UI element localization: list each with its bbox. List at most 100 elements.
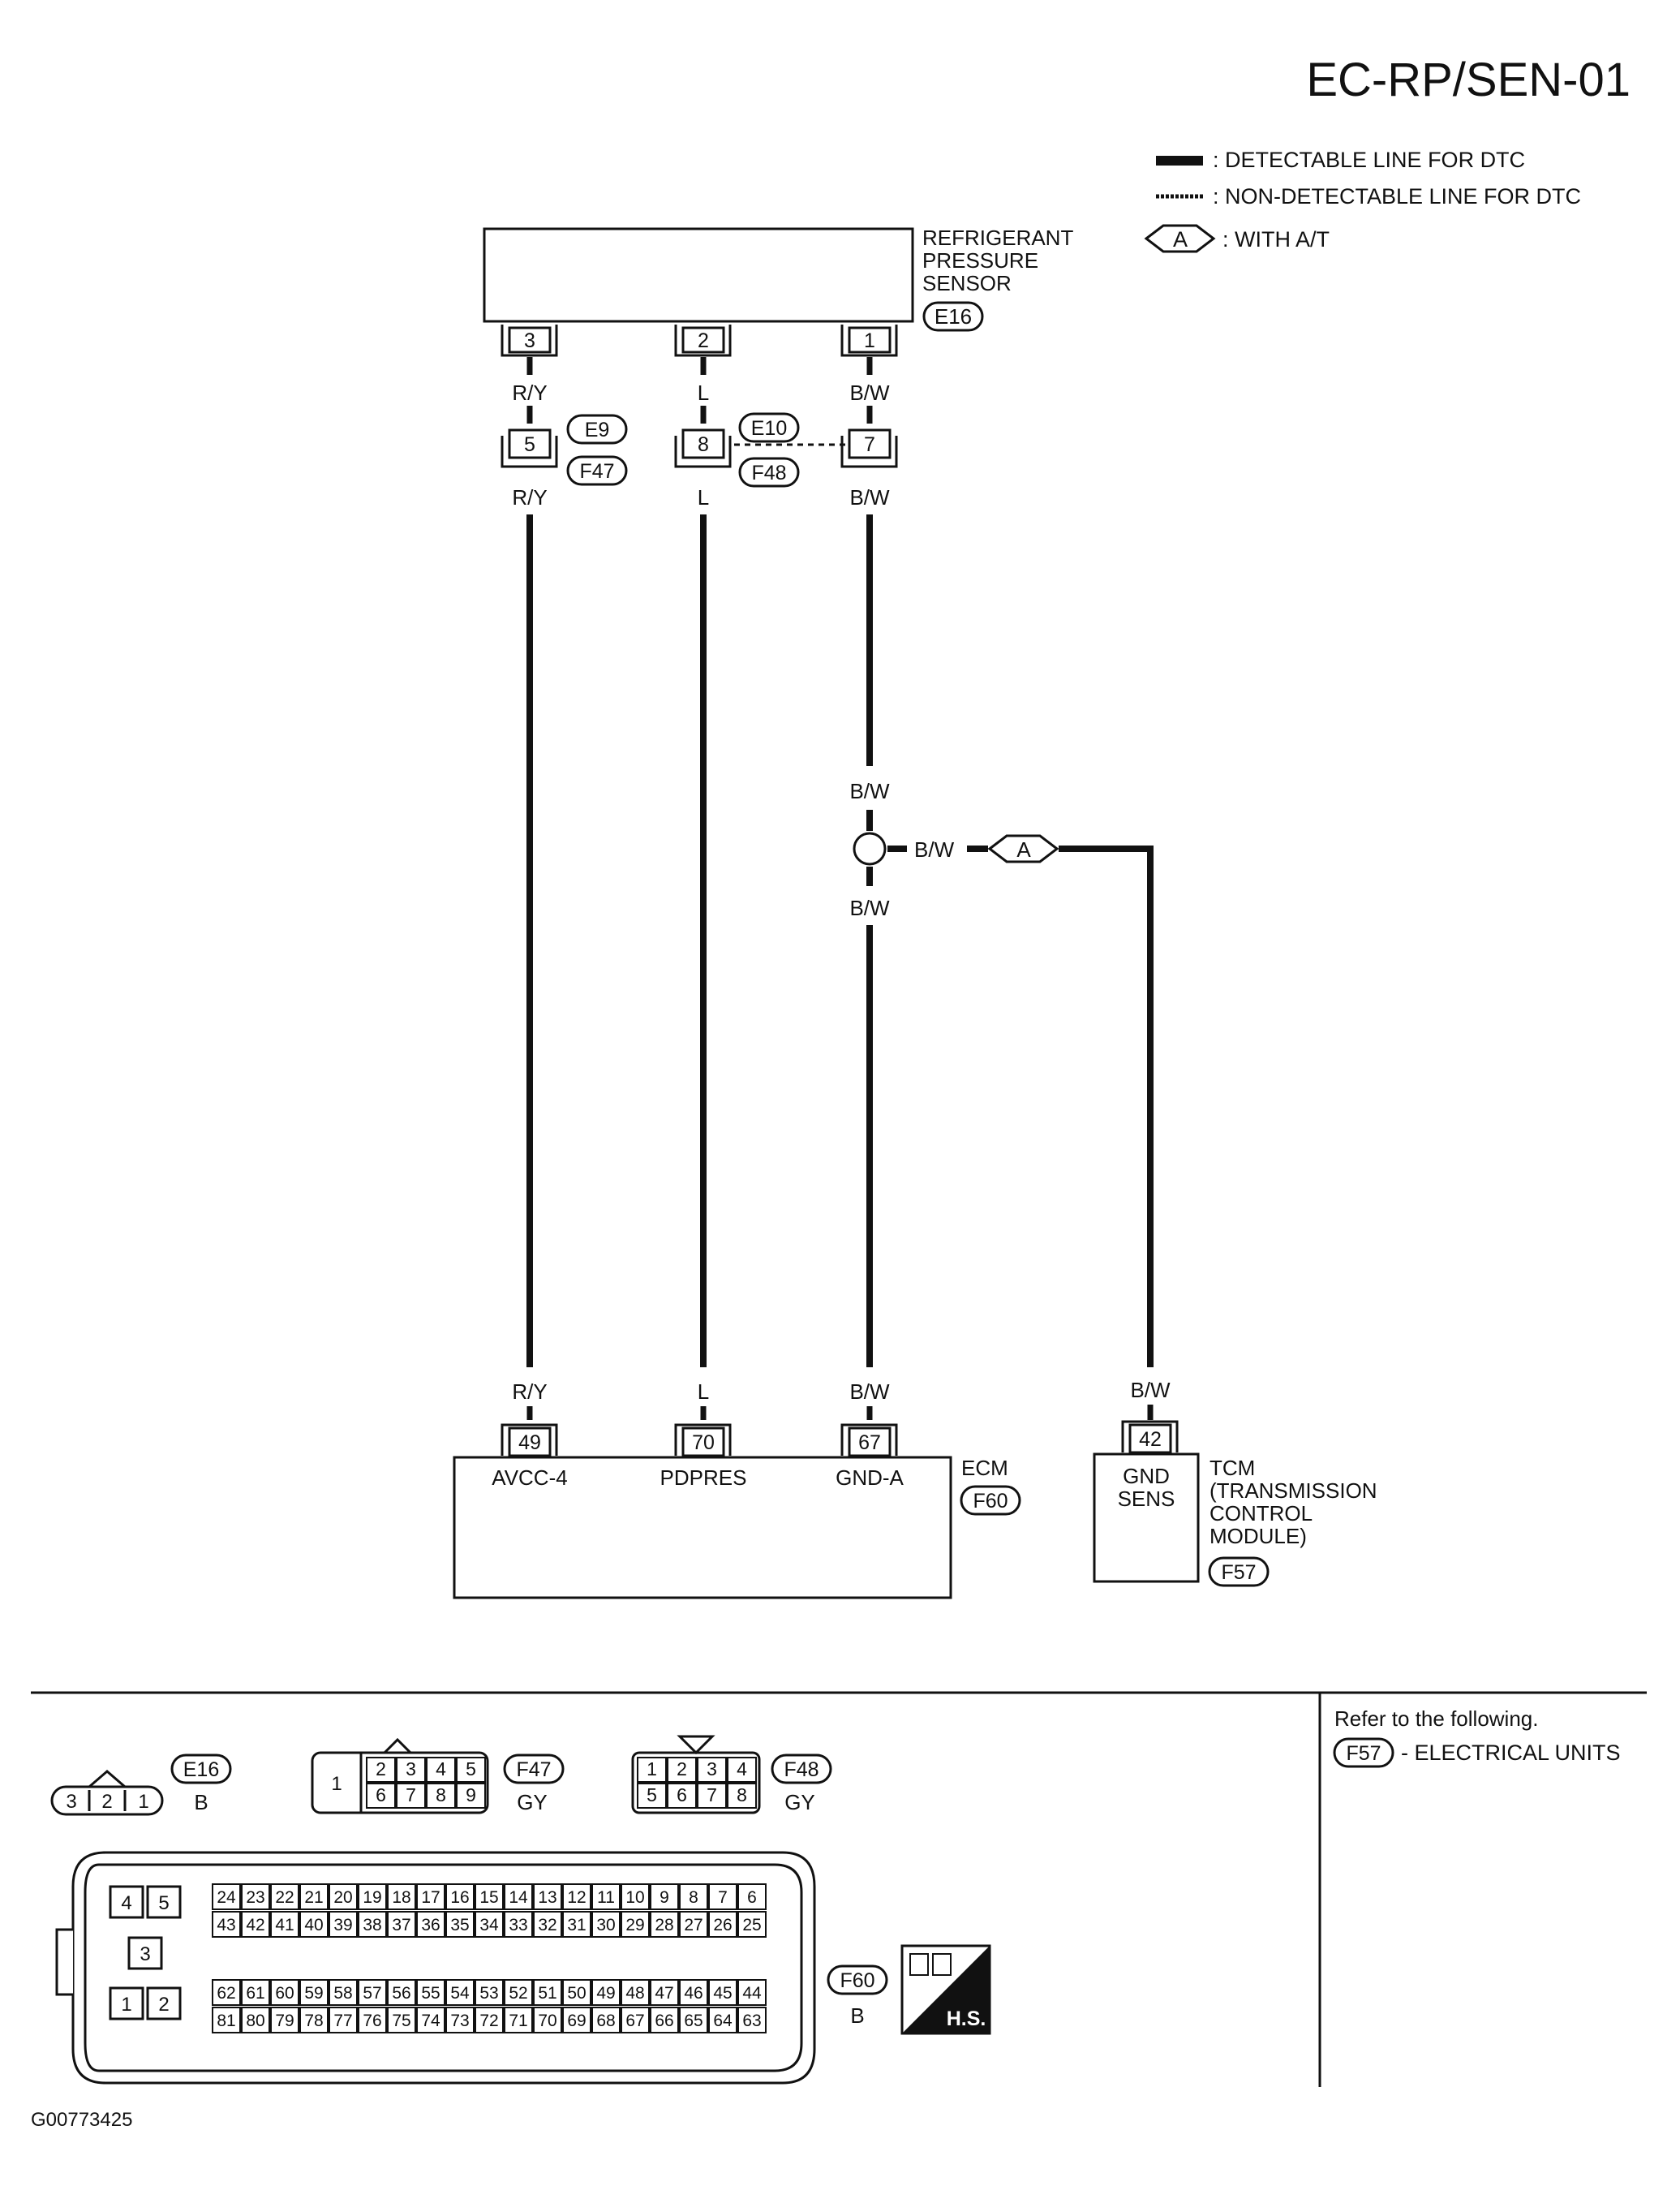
pin-number: 57 [363, 1984, 381, 2003]
ecm-connector-badge [960, 1485, 1021, 1516]
pin-number: 1 [647, 1758, 657, 1779]
tcm-box [1093, 1452, 1200, 1583]
junction-pin-5: 5 [501, 428, 558, 468]
pin-number: 66 [655, 2012, 673, 2030]
pin-number: 2 [677, 1758, 687, 1779]
pin-number: 12 [567, 1888, 586, 1907]
connector-view-f60-id: F60 [840, 1969, 874, 1992]
pin-number: 56 [392, 1984, 410, 2003]
pin-number: 54 [450, 1984, 470, 2003]
svg-text:1: 1 [331, 1773, 342, 1795]
wire-color-splice-top: B/W [849, 779, 890, 803]
pin-number: 42 [246, 1916, 264, 1934]
pin-number: 6 [677, 1784, 687, 1805]
junction-pin-8: 8 [674, 428, 732, 468]
tcm-name-line-2: (TRANSMISSION [1210, 1478, 1377, 1503]
sensor-name-line-3: SENSOR [922, 271, 1012, 295]
legend-non-detectable: : NON-DETECTABLE LINE FOR DTC [1213, 184, 1581, 209]
tcm-name-line-3: CONTROL [1210, 1501, 1313, 1525]
wire-color-splice-right: B/W [914, 837, 955, 862]
sensor-connector-badge [922, 301, 984, 332]
pin-number: 24 [217, 1888, 236, 1907]
pin-number: 18 [392, 1888, 410, 1907]
pin-number: 43 [217, 1916, 235, 1934]
splice-option-letter: A [1016, 837, 1031, 862]
pin-number: 4 [737, 1758, 747, 1779]
pin-number: 65 [684, 2012, 703, 2030]
with-at-option-symbol [1144, 224, 1216, 253]
tcm-terminal-line-2: SENS [1118, 1487, 1175, 1511]
pin-number: 34 [479, 1916, 499, 1934]
pin-number: 3 [406, 1758, 416, 1779]
wire-tcm-ground [1059, 846, 1154, 1367]
svg-text:H.S.: H.S. [947, 2007, 986, 2030]
svg-text:4: 4 [121, 1892, 131, 1914]
pin-number: 7 [707, 1784, 717, 1805]
pin-number: 67 [625, 2012, 644, 2030]
reference-title: Refer to the following. [1334, 1706, 1538, 1731]
wire-color-tcm: B/W [1130, 1378, 1171, 1402]
pin-number: 9 [466, 1784, 476, 1805]
tcm-connector-badge [1208, 1556, 1270, 1587]
pin-number: 9 [660, 1888, 669, 1907]
legend-detectable: : DETECTABLE LINE FOR DTC [1213, 148, 1525, 172]
wire-color-c3-mid: B/W [849, 485, 890, 510]
connector-id-f47: F47 [579, 460, 614, 483]
ecm-pin-49: 49 [501, 1423, 558, 1457]
junction-pin-7: 7 [840, 428, 898, 468]
connector-badge-e16 [170, 1754, 232, 1784]
harness-side-badge: H.S. [900, 1944, 991, 2035]
svg-text:42: 42 [1139, 1428, 1162, 1451]
svg-text:2: 2 [101, 1791, 112, 1813]
svg-text:3: 3 [524, 329, 535, 352]
pin-number: 20 [333, 1888, 352, 1907]
pin-number: 44 [742, 1984, 762, 2003]
pin-number: 11 [597, 1888, 615, 1907]
pin-number: 29 [625, 1916, 644, 1934]
pin-number: 21 [304, 1888, 323, 1907]
pin-number: 63 [742, 2012, 761, 2030]
pin-number: 77 [333, 2012, 352, 2030]
pin-number: 59 [304, 1984, 323, 2003]
pin-number: 19 [363, 1888, 381, 1907]
tcm-connector-id: F57 [1221, 1561, 1256, 1584]
pin-number: 74 [421, 2012, 440, 2030]
pin-number: 78 [304, 2012, 323, 2030]
pin-number: 51 [538, 1984, 556, 2003]
pin-number: 69 [567, 2012, 586, 2030]
svg-text:2: 2 [698, 329, 709, 352]
pin-number: 22 [275, 1888, 294, 1907]
connector-view-f60-color: B [850, 2003, 864, 2028]
pin-number: 10 [625, 1888, 644, 1907]
pin-number: 70 [538, 2012, 556, 2030]
detectable-line-sample [1156, 156, 1203, 166]
connector-id-e10: E10 [751, 417, 787, 440]
page-code: EC-RP/SEN-01 [1306, 54, 1631, 106]
svg-text:70: 70 [692, 1431, 715, 1454]
pin-number: 8 [689, 1888, 698, 1907]
pin-number: 14 [509, 1888, 528, 1907]
svg-text:3: 3 [66, 1791, 76, 1813]
ecm-terminal-pdpres: PDPRES [660, 1465, 747, 1490]
wire-color-c3-top: B/W [849, 381, 890, 405]
pin-number: 32 [538, 1916, 556, 1934]
connector-id-e9: E9 [585, 419, 610, 441]
svg-text:67: 67 [858, 1431, 881, 1454]
pin-number: 38 [363, 1916, 381, 1934]
ecm-pin-67: 67 [840, 1423, 898, 1457]
wire-color-c1-bottom: R/Y [512, 1379, 547, 1404]
pin-number: 4 [436, 1758, 446, 1779]
pin-number: 5 [647, 1784, 657, 1805]
pin-number: 35 [450, 1916, 469, 1934]
pin-number: 52 [509, 1984, 527, 2003]
pin-number: 7 [718, 1888, 728, 1907]
tcm-name-line-4: MODULE) [1210, 1524, 1307, 1548]
wire-color-c1-mid: R/Y [512, 485, 547, 510]
sensor-pin-3: 3 [501, 325, 558, 357]
pin-number: 45 [713, 1984, 732, 2003]
svg-text:8: 8 [698, 433, 709, 456]
connector-id-f48: F48 [751, 462, 786, 484]
